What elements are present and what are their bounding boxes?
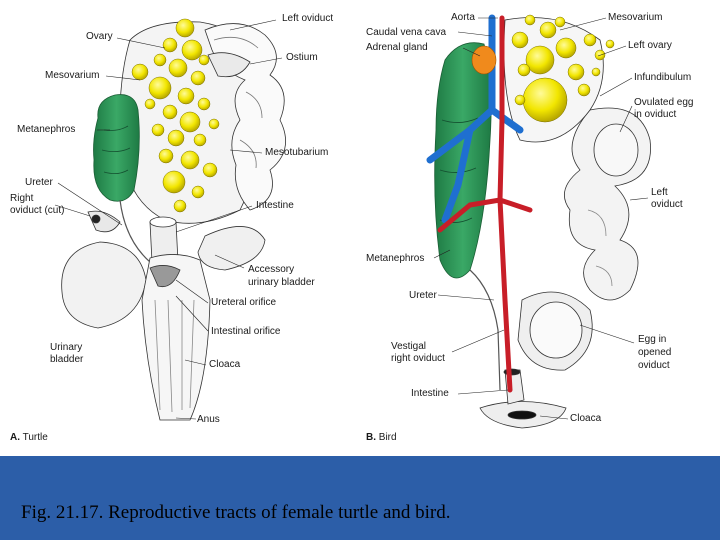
label-bird-cloaca: Cloaca xyxy=(570,413,601,425)
label-turtle-ureteral-orifice: Ureteral orifice xyxy=(211,297,276,309)
bird-adrenal-gland xyxy=(472,46,496,74)
turtle-urinary-bladder xyxy=(62,242,146,328)
label-bird-caudal-vena-cava: Caudal vena cava xyxy=(366,27,446,39)
label-bird-metanephros: Metanephros xyxy=(366,253,424,265)
caption-bar: Fig. 21.17. Reproductive tracts of femal… xyxy=(0,456,720,540)
label-turtle-anus: Anus xyxy=(197,414,220,426)
label-turtle-cloaca: Cloaca xyxy=(209,359,240,371)
label-bird-vestigial-2: right oviduct xyxy=(391,353,445,365)
panel-a-name: Turtle xyxy=(23,432,48,443)
label-bird-infundibulum: Infundibulum xyxy=(634,72,691,84)
turtle-cloaca xyxy=(142,254,210,420)
label-bird-adrenal-gland: Adrenal gland xyxy=(366,42,428,54)
label-turtle-urinary-bladder-2: bladder xyxy=(50,354,83,366)
label-bird-aorta: Aorta xyxy=(451,12,475,24)
label-turtle-urinary-bladder: Urinary xyxy=(50,342,82,354)
label-turtle-intestine: Intestine xyxy=(256,200,294,212)
panel-b-letter: B. xyxy=(366,432,376,443)
turtle-metanephros xyxy=(94,95,140,202)
label-bird-ovulated-egg-2: in oviduct xyxy=(634,109,676,121)
label-bird-ovulated-egg: Ovulated egg xyxy=(634,97,694,109)
figure-panel: Left oviduct Ovary Ostium Mesovarium Met… xyxy=(0,0,720,456)
label-turtle-metanephros: Metanephros xyxy=(17,124,75,136)
figure-caption: Fig. 21.17. Reproductive tracts of femal… xyxy=(21,502,451,524)
label-bird-mesovarium: Mesovarium xyxy=(608,12,662,24)
label-turtle-mesotubarium: Mesotubarium xyxy=(265,147,328,159)
label-bird-egg-in-oviduct-3: oviduct xyxy=(638,360,670,372)
label-turtle-ostium: Ostium xyxy=(286,52,318,64)
label-bird-egg-in-oviduct-2: opened xyxy=(638,347,671,359)
label-turtle-accessory-bladder-2: urinary bladder xyxy=(248,277,315,289)
label-bird-ureter: Ureter xyxy=(409,290,437,302)
bird-ureter xyxy=(470,270,500,390)
label-bird-vestigial: Vestigal xyxy=(391,341,426,353)
panel-a-title: A. Turtle xyxy=(10,432,48,443)
anatomy-illustration xyxy=(0,0,720,456)
panel-b-title: B. Bird xyxy=(366,432,397,443)
label-bird-intestine: Intestine xyxy=(411,388,449,400)
label-bird-left-oviduct-2: oviduct xyxy=(651,199,683,211)
label-turtle-intestinal-orifice: Intestinal orifice xyxy=(211,326,280,338)
label-bird-egg-in-oviduct: Egg in xyxy=(638,334,666,346)
label-turtle-ovary: Ovary xyxy=(86,31,113,43)
label-turtle-ureter: Ureter xyxy=(25,177,53,189)
label-bird-left-ovary: Left ovary xyxy=(628,40,672,52)
bird-ovulated-egg xyxy=(594,124,638,176)
label-turtle-left-oviduct: Left oviduct xyxy=(282,13,333,25)
panel-b-name: Bird xyxy=(379,432,397,443)
label-turtle-accessory-bladder: Accessory xyxy=(248,264,294,276)
label-bird-left-oviduct: Left xyxy=(651,187,668,199)
label-turtle-right-oviduct: Right xyxy=(10,193,33,205)
label-turtle-mesovarium: Mesovarium xyxy=(45,70,99,82)
panel-a-letter: A. xyxy=(10,432,20,443)
label-turtle-right-oviduct-2: oviduct (cut) xyxy=(10,205,64,217)
